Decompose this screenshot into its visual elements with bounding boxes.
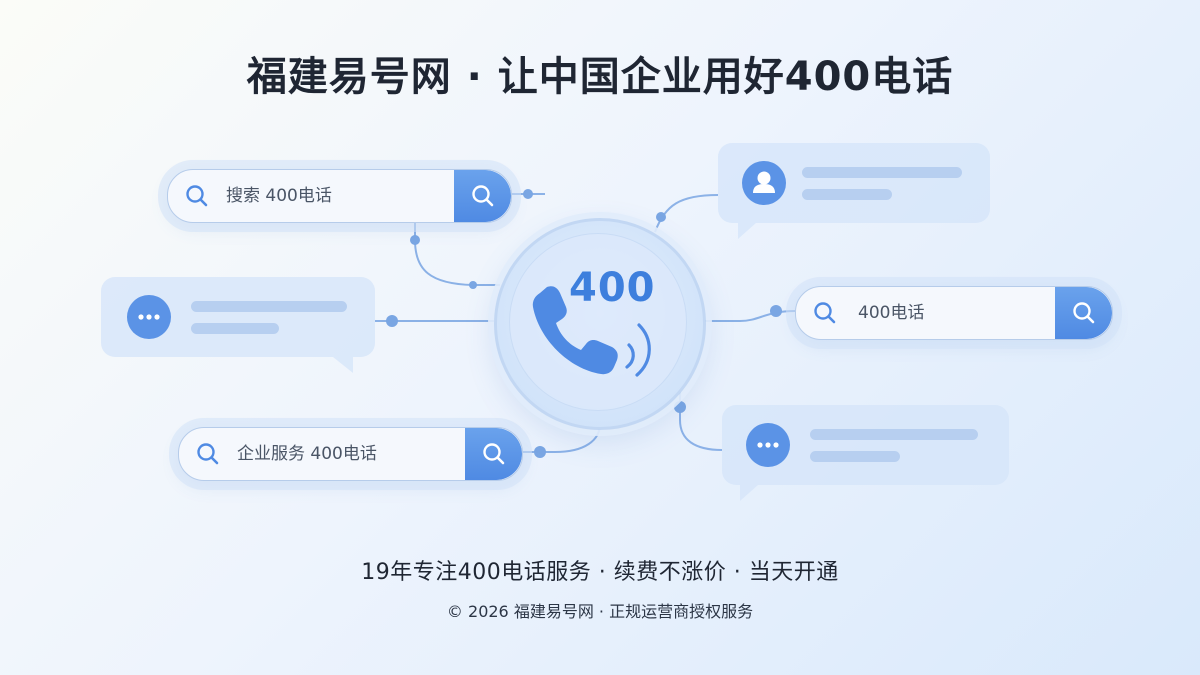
phone-hub: 400 bbox=[494, 218, 706, 430]
search-icon bbox=[186, 185, 208, 207]
bubble-tail bbox=[333, 357, 353, 373]
search-button[interactable] bbox=[1055, 287, 1112, 339]
placeholder-line bbox=[810, 451, 900, 462]
tagline: 19年专注400电话服务 · 续费不涨价 · 当天开通 bbox=[361, 560, 839, 585]
avatar bbox=[742, 161, 786, 205]
chat-bubble-left bbox=[101, 277, 375, 373]
search-icon bbox=[814, 302, 836, 324]
search-icon bbox=[1073, 302, 1095, 324]
search-box-bottom-left[interactable]: 企业服务 400电话 bbox=[178, 427, 523, 481]
search-box-top-left[interactable]: 搜索 400电话 bbox=[167, 169, 512, 223]
hub-number: 400 bbox=[569, 265, 656, 311]
chat-avatar bbox=[746, 423, 790, 467]
search-input-text[interactable]: 搜索 400电话 bbox=[226, 186, 332, 206]
phone-icon bbox=[532, 286, 618, 375]
search-input-text[interactable]: 企业服务 400电话 bbox=[237, 444, 377, 464]
bubble-tail bbox=[740, 485, 758, 501]
copyright: © 2026 福建易号网 · 正规运营商授权服务 bbox=[446, 602, 754, 621]
user-icon bbox=[753, 171, 775, 193]
chat-bubble-right bbox=[722, 405, 1009, 501]
chat-icon bbox=[757, 442, 779, 448]
placeholder-line bbox=[191, 323, 279, 334]
placeholder-line bbox=[191, 301, 347, 312]
search-icon bbox=[197, 443, 219, 465]
search-input-text[interactable]: 400电话 bbox=[858, 303, 925, 323]
search-icon bbox=[472, 185, 494, 207]
profile-bubble bbox=[718, 143, 990, 239]
placeholder-line bbox=[802, 167, 962, 178]
sound-waves-icon bbox=[625, 323, 651, 377]
chat-avatar bbox=[127, 295, 171, 339]
chat-icon bbox=[133, 314, 160, 333]
search-icon bbox=[483, 443, 505, 465]
placeholder-line bbox=[810, 429, 978, 440]
search-button[interactable] bbox=[454, 170, 511, 222]
bubble-tail bbox=[738, 223, 756, 239]
page-title: 福建易号网 · 让中国企业用好400电话 bbox=[246, 54, 954, 100]
search-box-right[interactable]: 400电话 bbox=[795, 286, 1113, 340]
search-button[interactable] bbox=[465, 428, 522, 480]
placeholder-line bbox=[802, 189, 892, 200]
